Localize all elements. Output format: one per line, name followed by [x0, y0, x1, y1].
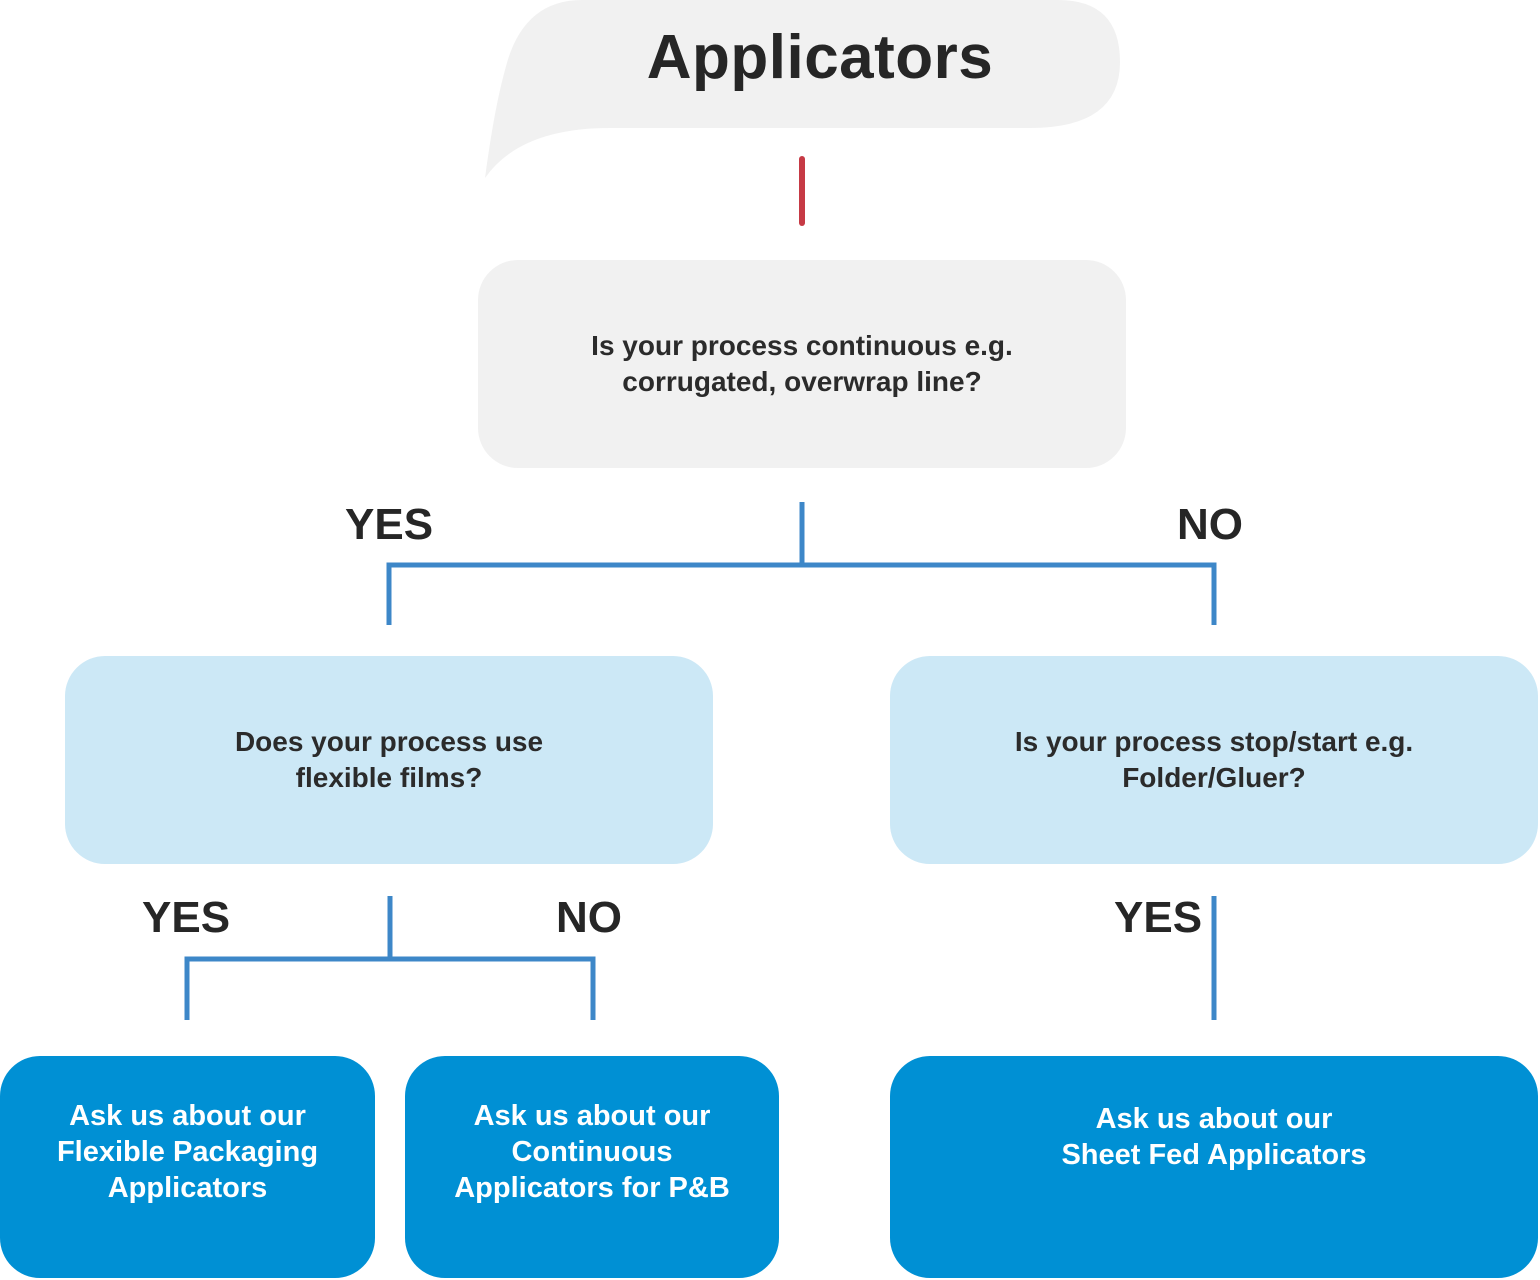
question-flexible-films: Does your process use flexible films? [65, 656, 713, 864]
result-continuous-applicators-text: Ask us about our Continuous Applicators … [454, 1100, 730, 1204]
question-flexible-films-text: Does your process use flexible films? [234, 726, 544, 793]
branch-label-flexible-yes: YES [142, 893, 231, 942]
diagram-title: Applicators [646, 23, 994, 92]
question-continuous-process: Is your process continuous e.g. corrugat… [478, 260, 1126, 468]
root-branch-connector [386, 502, 1217, 625]
branch-label-flexible-no: NO [556, 893, 622, 942]
question-continuous-process-text: Is your process continuous e.g. corrugat… [591, 330, 1013, 397]
branch-label-stop-start-yes: YES [1114, 893, 1203, 942]
result-sheet-fed-applicators[interactable]: Ask us about our Sheet Fed Applicators [890, 1056, 1538, 1278]
question-stop-start-text: Is your process stop/start e.g. Folder/G… [1014, 726, 1414, 793]
title-bubble [485, 0, 1120, 178]
branch-label-root-yes: YES [345, 500, 434, 549]
result-flexible-packaging-text: Ask us about our Flexible Packaging Appl… [56, 1100, 319, 1204]
result-continuous-applicators[interactable]: Ask us about our Continuous Applicators … [405, 1056, 779, 1278]
branch-label-root-no: NO [1177, 500, 1243, 549]
question-stop-start: Is your process stop/start e.g. Folder/G… [890, 656, 1538, 864]
result-sheet-fed-applicators-text: Ask us about our Sheet Fed Applicators [1061, 1103, 1367, 1171]
flexible-branch-connector [184, 896, 596, 1020]
title-bubble-shape [485, 0, 1120, 178]
result-flexible-packaging[interactable]: Ask us about our Flexible Packaging Appl… [0, 1056, 375, 1278]
